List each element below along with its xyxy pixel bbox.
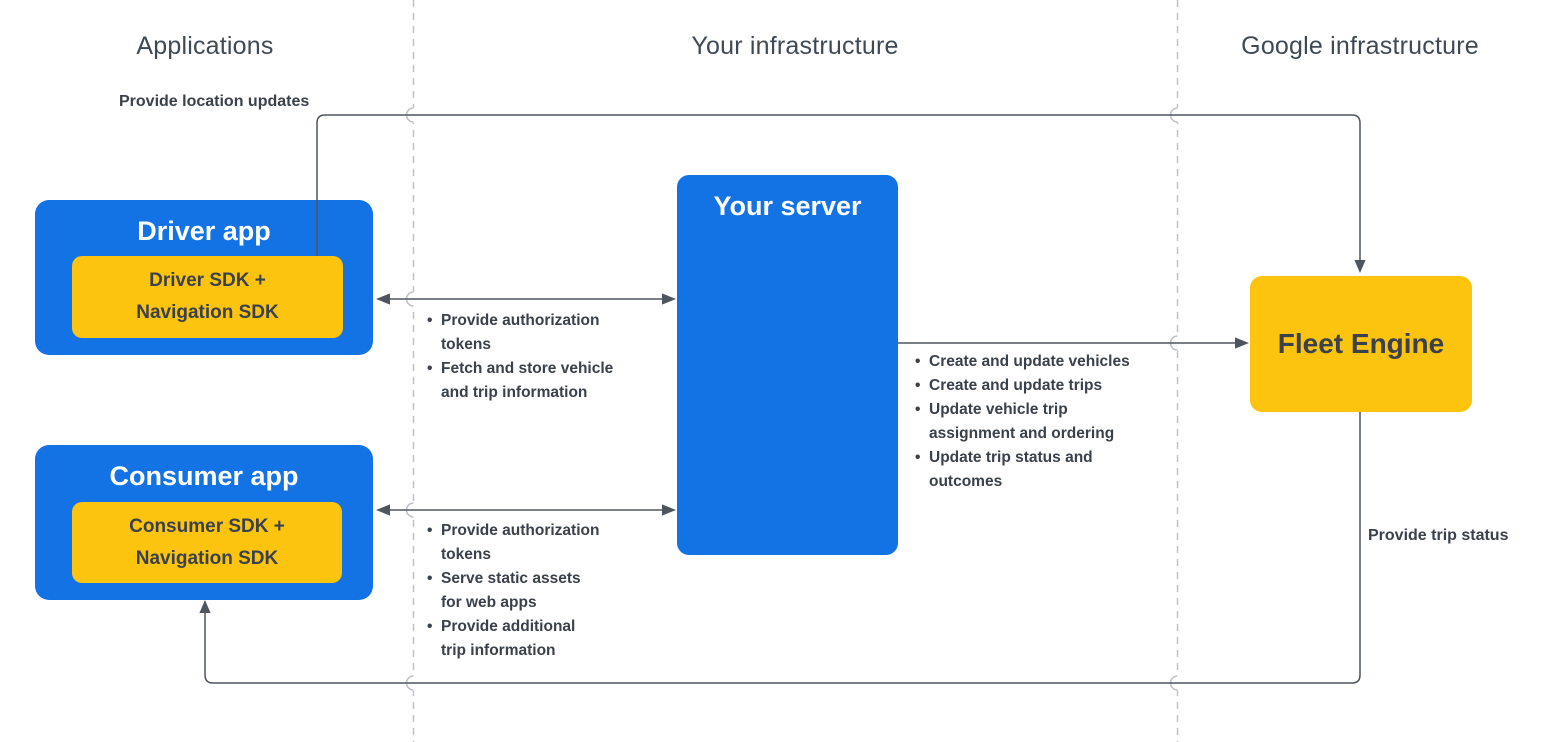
line-hop-arc [405,107,414,123]
line-hop-arc [1169,107,1178,123]
line-hop-arc [405,291,414,307]
list-item: Provide authorization tokens [427,519,657,567]
edge-label-provide-trip-status: Provide trip status [1368,527,1509,544]
arrowhead-into-consumer-app-bottom [199,600,211,613]
column-header-your-infrastructure: Your infrastructure [691,32,899,60]
arrowhead-into-driver-app [376,293,390,305]
line-hop-patch [410,675,417,691]
column-header-google-infrastructure: Google infrastructure [1241,32,1479,60]
edge-label-provide-location-updates: Provide location updates [119,93,310,110]
column-header-applications: Applications [136,32,274,60]
driver-sdk-label: Driver SDK + Navigation SDK [136,270,279,323]
driver-sdk-node: Driver SDK + Navigation SDK [72,256,343,338]
consumer-app-node: Consumer app Consumer SDK + Navigation S… [35,445,373,600]
fleet-engine-title: Fleet Engine [1277,328,1445,359]
arrowhead-into-fleet-engine-left [1235,337,1249,349]
consumer-app-title: Consumer app [109,461,299,491]
consumer-server-bullet-list: Provide authorization tokensServe static… [427,519,657,663]
line-hop-arc [1169,335,1178,351]
list-item: Update trip status and outcomes [915,446,1177,494]
list-item: Create and update trips [915,374,1177,398]
line-hop-patch [1174,107,1181,123]
consumer-sdk-label: Consumer SDK + Navigation SDK [129,515,285,569]
line-hop-arc [1169,675,1178,691]
line-hop-patch [410,291,417,307]
driver-server-bullet-list: Provide authorization tokensFetch and st… [427,309,657,405]
line-hop-patch [1174,335,1181,351]
list-item: Create and update vehicles [915,350,1177,374]
line-hop-patch [1174,675,1181,691]
your-server-title: Your server [713,191,862,221]
arrowhead-into-server-left-top [662,293,676,305]
arrowhead-into-consumer-app [376,504,390,516]
line-hop-arc [405,502,414,518]
fleet-engine-node: Fleet Engine [1250,276,1472,412]
line-hop-patch [410,502,417,518]
line-hop-arc [405,675,414,691]
line-hop-patch [410,107,417,123]
arrowhead-into-fleet-engine-top [1354,260,1366,273]
consumer-sdk-node: Consumer SDK + Navigation SDK [72,502,342,583]
server-fleet-bullet-list: Create and update vehiclesCreate and upd… [915,350,1177,494]
list-item: Fetch and store vehicle and trip informa… [427,357,657,405]
your-server-node: Your server [677,175,898,555]
list-item: Serve static assets for web apps [427,567,657,615]
list-item: Provide authorization tokens [427,309,657,357]
list-item: Provide additional trip information [427,615,657,663]
driver-app-title: Driver app [137,216,271,246]
arrowhead-into-server-left-bottom [662,504,676,516]
list-item: Update vehicle trip assignment and order… [915,398,1177,446]
driver-app-node: Driver app Driver SDK + Navigation SDK [35,200,373,355]
